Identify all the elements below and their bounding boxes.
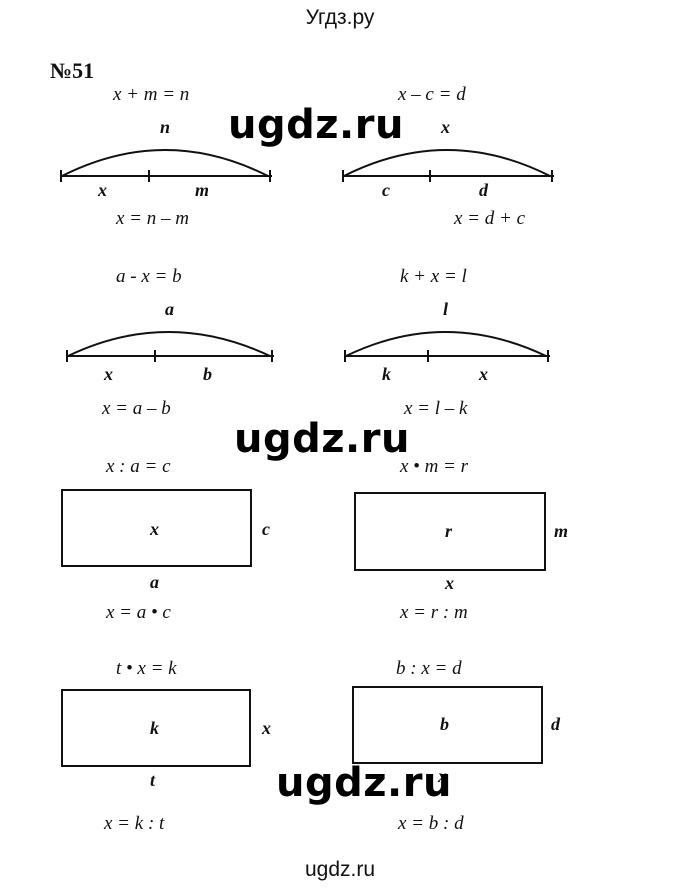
answer-2: x = d + c bbox=[454, 208, 526, 229]
segment-3-right-label: b bbox=[203, 364, 212, 384]
rectangle-5-inside-label: x bbox=[150, 519, 159, 539]
rectangle-5-bottom-label: a bbox=[150, 572, 159, 592]
segment-3-top-label: a bbox=[165, 299, 174, 319]
segment-diagram-2 bbox=[342, 149, 554, 182]
rectangle-8-bottom-label: x bbox=[438, 766, 447, 786]
equation-5: x : a = c bbox=[106, 456, 171, 477]
rectangle-5 bbox=[61, 489, 252, 567]
segment-1-right-label: m bbox=[195, 180, 210, 200]
answer-5: x = a • c bbox=[106, 602, 171, 623]
rectangle-8-side-label: d bbox=[551, 714, 560, 734]
answer-7: x = k : t bbox=[104, 813, 165, 834]
segment-diagram-3 bbox=[66, 331, 274, 362]
rectangle-7-side-label: x bbox=[262, 718, 271, 738]
watermark-1: ugdz.ru bbox=[228, 102, 404, 148]
equation-7: t • x = k bbox=[116, 658, 177, 679]
rectangle-8-inside-label: b bbox=[440, 714, 449, 734]
equation-1: x + m = n bbox=[113, 84, 190, 105]
equation-8: b : x = d bbox=[396, 658, 462, 679]
answer-6: x = r : m bbox=[400, 602, 468, 623]
segment-3-left-label: x bbox=[104, 364, 113, 384]
segment-4-top-label: l bbox=[443, 299, 449, 319]
equation-4: k + x = l bbox=[400, 266, 467, 287]
rectangle-6-bottom-label: x bbox=[445, 573, 454, 593]
watermark-2: ugdz.ru bbox=[234, 416, 410, 462]
segment-1-left-label: x bbox=[98, 180, 107, 200]
segment-diagram-4 bbox=[344, 331, 550, 362]
rectangle-7 bbox=[61, 689, 251, 767]
rectangle-7-bottom-label: t bbox=[150, 770, 156, 790]
rectangle-6-side-label: m bbox=[554, 521, 569, 541]
segment-2-left-label: c bbox=[382, 180, 390, 200]
answer-8: x = b : d bbox=[398, 813, 464, 834]
rectangle-6-inside-label: r bbox=[445, 521, 453, 541]
rectangle-6 bbox=[354, 492, 546, 571]
rectangle-8 bbox=[352, 686, 543, 764]
rectangle-7-inside-label: k bbox=[150, 718, 159, 738]
answer-3: x = a – b bbox=[102, 398, 171, 419]
equation-6: x • m = r bbox=[400, 456, 469, 477]
task-number: №51 bbox=[50, 58, 95, 83]
segment-2-top-label: x bbox=[441, 117, 450, 137]
segment-2-right-label: d bbox=[479, 180, 488, 200]
site-title: Угдз.ру bbox=[305, 6, 375, 29]
rectangle-5-side-label: c bbox=[262, 519, 270, 539]
answer-4: x = l – k bbox=[404, 398, 468, 419]
segment-4-left-label: k bbox=[382, 364, 391, 384]
footer-site: ugdz.ru bbox=[304, 858, 376, 881]
equation-2: x – c = d bbox=[398, 84, 466, 105]
segment-1-top-label: n bbox=[160, 117, 171, 137]
segment-diagram-1 bbox=[60, 149, 272, 182]
equation-3: a - x = b bbox=[116, 266, 182, 287]
watermark-3: ugdz.ru bbox=[276, 760, 452, 806]
answer-1: x = n – m bbox=[116, 208, 189, 229]
segment-4-right-label: x bbox=[479, 364, 488, 384]
